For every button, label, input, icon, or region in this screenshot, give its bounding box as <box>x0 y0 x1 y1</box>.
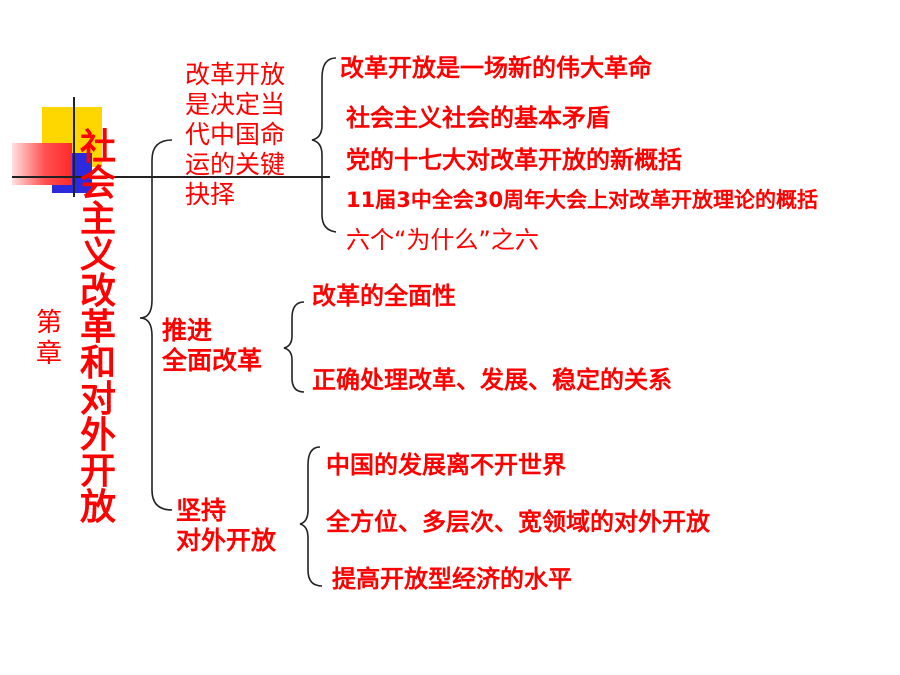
main-brace <box>139 139 173 511</box>
vertical-char: 社 <box>80 127 117 168</box>
vertical-char: 对 <box>80 379 117 420</box>
vertical-char: 和 <box>80 343 117 384</box>
vertical-char: 改 <box>80 271 117 312</box>
branch-label-line: 改革开放 <box>185 60 286 89</box>
branch3-brace <box>299 446 323 587</box>
branch-label-line: 抉择 <box>185 180 236 209</box>
vertical-char: 放 <box>80 487 117 528</box>
vertical-char: 革 <box>80 307 117 348</box>
leaf-item: 提高开放型经济的水平 <box>332 565 572 593</box>
vertical-char: 主 <box>80 199 117 240</box>
leaf-item: 11届3中全会30周年大会上对改革开放理论的概括 <box>346 188 819 212</box>
leaf-item: 全方位、多层次、宽领域的对外开放 <box>326 508 710 536</box>
branch-label-line: 代中国命 <box>185 120 286 149</box>
leaf-item: 社会主义社会的基本矛盾 <box>346 104 610 132</box>
leaf-item: 六个“为什么”之六 <box>346 226 539 254</box>
chapter-title-vertical: 社会主义改革和对外开放 <box>80 130 116 526</box>
branch-label-line: 推进 <box>162 316 213 345</box>
branch-label-line: 全面改革 <box>162 346 263 375</box>
vertical-char: 第 <box>36 308 63 338</box>
leaf-item: 中国的发展离不开世界 <box>326 451 566 479</box>
vertical-char: 义 <box>80 235 117 276</box>
branch-label-reform-opening-choice: 改革开放是决定当代中国命运的关键抉择 <box>185 60 285 210</box>
vertical-char: 章 <box>36 339 63 370</box>
branch-label-line: 对外开放 <box>176 526 277 555</box>
leaf-item: 改革的全面性 <box>312 282 456 310</box>
branch-label-comprehensive-reform: 推进全面改革 <box>162 316 262 376</box>
decor-red-gradient-bar <box>12 143 72 185</box>
leaf-item: 改革开放是一场新的伟大革命 <box>340 54 652 82</box>
vertical-char: 开 <box>80 451 117 492</box>
branch1-brace <box>311 57 337 233</box>
vertical-char: 外 <box>80 415 117 456</box>
leaf-item: 正确处理改革、发展、稳定的关系 <box>312 366 672 394</box>
branch-label-opening-up: 坚持对外开放 <box>176 496 276 556</box>
branch-label-line: 坚持 <box>176 496 227 525</box>
branch-label-line: 是决定当 <box>185 90 286 119</box>
branch2-brace <box>283 301 305 393</box>
decor-vertical-line <box>73 97 75 197</box>
leaf-item: 党的十七大对改革开放的新概括 <box>346 146 682 174</box>
decor-horizontal-line <box>12 176 330 178</box>
vertical-char: 会 <box>80 163 117 204</box>
chapter-number-label: 第章 <box>36 308 62 370</box>
branch-label-line: 运的关键 <box>185 150 286 179</box>
